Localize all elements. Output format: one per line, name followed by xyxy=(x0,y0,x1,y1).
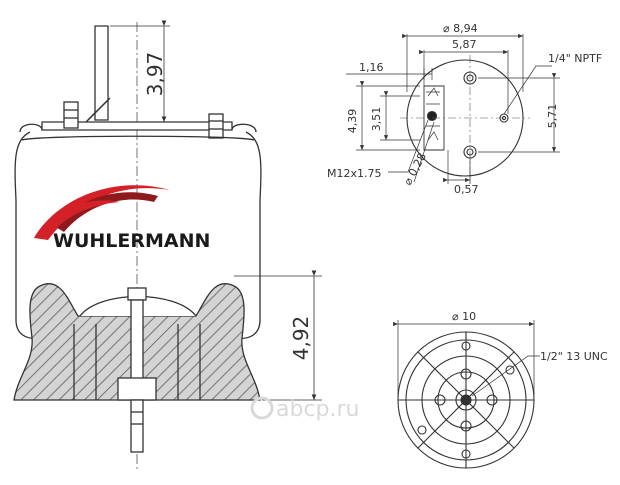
mounting-bracket xyxy=(94,25,109,121)
side-dims xyxy=(110,20,322,401)
dim-bottom-offset: 0,57 xyxy=(454,183,479,196)
brand-name: WUHLERMANN xyxy=(53,230,210,252)
dim-left-offset: 1,16 xyxy=(359,61,384,74)
bellows-right xyxy=(235,131,262,340)
bolt-hole-right xyxy=(486,394,498,406)
center-bolt-head xyxy=(127,287,147,301)
bottom-dims xyxy=(393,320,540,397)
dim-height-bottom: 4,92 xyxy=(289,316,313,361)
logo-swoosh-3 xyxy=(40,200,120,236)
top-stud-left xyxy=(63,101,79,129)
m12-stud xyxy=(426,110,438,122)
dim-vert-a: 4,39 xyxy=(346,109,359,134)
dim-bottom-diameter: ⌀ 10 xyxy=(452,310,476,323)
dim-vert-b: 3,51 xyxy=(370,107,383,132)
brand-logo: WUHLERMANN xyxy=(34,185,210,252)
top-dims xyxy=(346,33,560,184)
bottom-stud xyxy=(130,399,144,453)
dim-height-top: 3,97 xyxy=(143,52,167,97)
bellows-left xyxy=(14,131,41,340)
bolt-hole-left xyxy=(434,394,446,406)
bottom-view xyxy=(397,331,535,469)
bolt-hole-bottom xyxy=(460,420,472,432)
watermark: abcp.ru xyxy=(250,396,360,422)
watermark-icon xyxy=(250,396,274,420)
top-view xyxy=(400,55,530,180)
bolt-hole-top xyxy=(460,368,472,380)
side-view xyxy=(13,22,262,472)
bottom-thread-label: 1/2" 13 UNC xyxy=(540,350,608,363)
dim-span: 5,87 xyxy=(452,38,477,51)
port-label: 1/4" NPTF xyxy=(548,52,602,65)
dim-diameter-outer: ⌀ 8,94 xyxy=(443,22,478,35)
watermark-text: abcp.ru xyxy=(276,397,360,422)
top-stud-right xyxy=(208,113,224,139)
dim-vert-right: 5,71 xyxy=(546,104,559,129)
thread-label-m12: M12x1.75 xyxy=(327,167,382,180)
dim-hole-diameter: ⌀ 0,28 xyxy=(401,151,429,188)
